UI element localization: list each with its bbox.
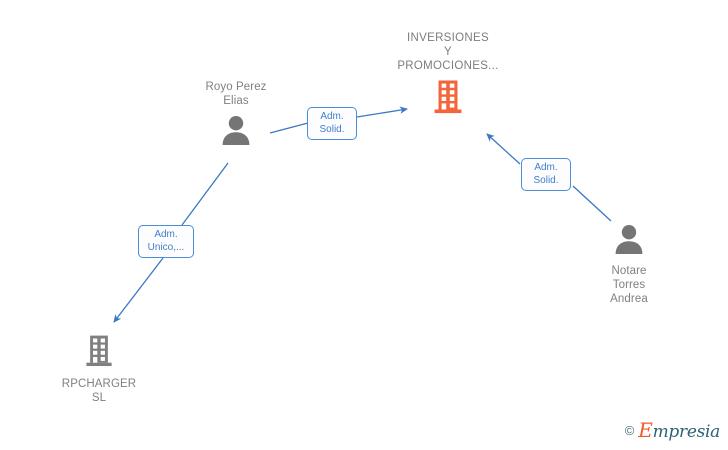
brand-name: Empresia <box>638 418 720 442</box>
edge-notare-to-company <box>486 133 612 222</box>
edge-label-adm-solid-left[interactable]: Adm. Solid. <box>307 107 357 140</box>
node-person-right-label: Notare Torres Andrea <box>610 265 648 305</box>
edge-label-text: Adm. Unico,... <box>147 229 185 253</box>
person-icon <box>612 223 646 260</box>
node-company-main[interactable]: INVERSIONES Y PROMOCIONES... <box>373 31 523 120</box>
brand-initial: E <box>638 418 653 442</box>
edge-label-adm-solid-right[interactable]: Adm. Solid. <box>521 158 571 191</box>
node-company-main-label: INVERSIONES Y PROMOCIONES... <box>397 32 499 72</box>
edge-label-adm-unico[interactable]: Adm. Unico,... <box>138 225 194 258</box>
brand-rest: mpresia <box>652 422 721 442</box>
edge-royo-to-company <box>269 106 409 134</box>
node-person-royo-perez-elias[interactable]: Royo Perez Elias <box>161 80 311 151</box>
node-company-bottom-left-label: RPCHARGER SL <box>61 378 137 404</box>
node-company-rpcharger-sl[interactable]: RPCHARGER SL <box>24 334 174 405</box>
edge-royo-to-rpcharger <box>113 162 229 323</box>
building-icon <box>433 73 463 120</box>
empresia-watermark: © Empresia <box>624 418 721 442</box>
node-person-notare-torres-andrea[interactable]: Notare Torres Andrea <box>554 223 704 306</box>
node-person-left-label: Royo Perez Elias <box>205 81 267 107</box>
copyright-icon: © <box>624 422 635 438</box>
person-icon <box>219 108 253 151</box>
edge-label-text: Adm. Solid. <box>533 162 559 186</box>
edge-label-text: Adm. Solid. <box>319 111 345 135</box>
building-icon <box>85 334 113 373</box>
